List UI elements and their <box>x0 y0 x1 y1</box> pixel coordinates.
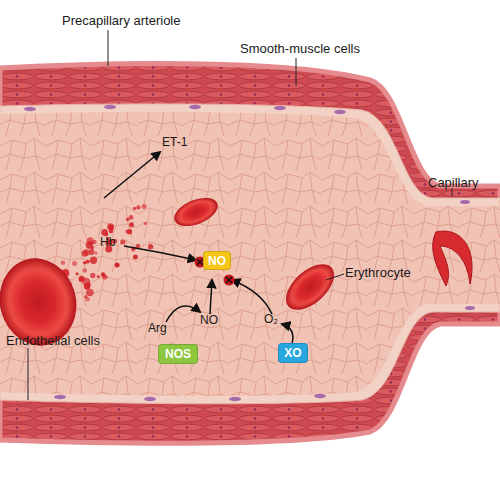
hemoglobin-particle <box>129 223 134 228</box>
hemoglobin-particle <box>97 275 100 278</box>
erythrocyte <box>170 192 222 231</box>
hemoglobin-particle <box>136 205 140 209</box>
hemoglobin-particle <box>127 229 132 234</box>
node-text: NOS <box>165 347 191 361</box>
hemoglobin-particle <box>82 250 89 257</box>
pathway-arrows <box>104 152 293 344</box>
hemoglobin-particle <box>90 273 95 278</box>
hemoglobin-particle <box>101 229 108 236</box>
hemoglobin-particle <box>84 295 87 298</box>
part-label: ET-1 <box>162 136 187 149</box>
part-label: O₂ <box>264 313 278 326</box>
hemoglobin-particle <box>86 242 93 249</box>
lumen <box>0 112 500 396</box>
hemoglobin-particle <box>94 251 97 254</box>
molecule-box: NO <box>203 251 231 270</box>
hemoglobin-particle <box>126 218 130 222</box>
endothelial-nuclei <box>24 105 475 401</box>
enzyme-box: NOS <box>158 344 198 364</box>
node-text: NO <box>208 254 226 268</box>
hemoglobin-particle <box>76 272 79 275</box>
part-label: Arg <box>148 322 167 335</box>
sickle-cell <box>433 231 472 286</box>
part-label: Precapillary arteriole <box>62 14 181 28</box>
hemoglobin-particle <box>109 229 114 234</box>
hemoglobin-particle <box>61 261 66 266</box>
hemoglobin-particle <box>86 289 94 297</box>
part-label: Hb <box>100 236 115 249</box>
hemoglobin-particle <box>133 255 138 260</box>
hemoglobin-particle <box>82 268 87 273</box>
vessel-wall <box>0 64 500 444</box>
hemoglobin-particle <box>120 239 125 244</box>
hemoglobin-particle <box>115 262 120 267</box>
part-label: Endothelial cells <box>6 334 100 348</box>
endothelium-layer <box>0 104 500 404</box>
hemoglobin-particle <box>133 207 137 211</box>
node-text: XO <box>284 346 301 360</box>
erythrocyte <box>278 256 343 319</box>
hemoglobin-particle <box>144 222 147 225</box>
part-label: Smooth-muscle cells <box>240 42 360 56</box>
hemoglobin-particle <box>142 204 147 209</box>
hemoglobin-particle <box>72 261 77 266</box>
part-label: Erythrocyte <box>345 266 411 280</box>
hemoglobin-particle <box>102 274 107 279</box>
hemoglobin-particle <box>90 257 97 264</box>
hemoglobin-particle <box>83 261 86 264</box>
hemoglobin-particle <box>148 244 153 249</box>
enzyme-box: XO <box>278 343 308 363</box>
hemoglobin-particle <box>82 278 90 286</box>
part-label: NO <box>200 314 218 327</box>
part-label: Capillary <box>428 176 479 190</box>
